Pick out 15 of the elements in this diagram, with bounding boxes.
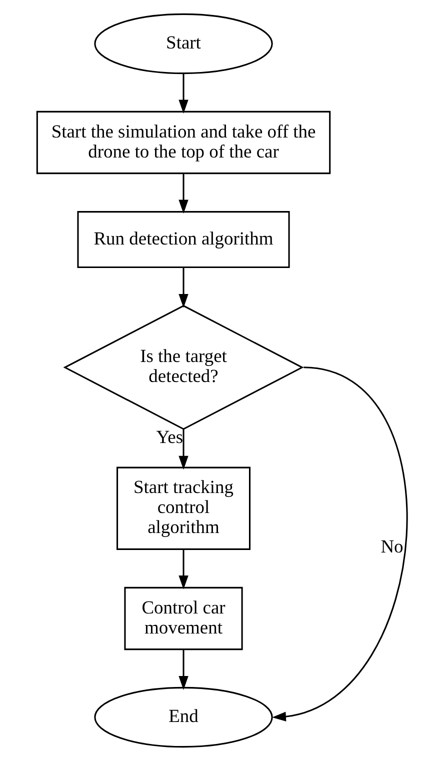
arrow <box>178 73 188 114</box>
node-ellipse: End <box>94 686 272 748</box>
node-box: Control car movement <box>124 586 242 650</box>
node-box: Run detection algorithm <box>76 211 290 268</box>
node-box: Start the simulation and take off the drone to the top of the car <box>36 110 330 174</box>
edge-label: No <box>380 536 403 557</box>
node-ellipse: Start <box>94 13 272 74</box>
node-box: Start tracking control algorithm <box>116 466 250 550</box>
arrow <box>272 366 407 722</box>
arrow <box>178 550 188 590</box>
arrow <box>178 174 188 214</box>
arrow <box>178 268 188 308</box>
arrow <box>178 650 188 690</box>
arrow <box>178 429 188 470</box>
node-diamond: Is the target detected? <box>62 304 304 430</box>
